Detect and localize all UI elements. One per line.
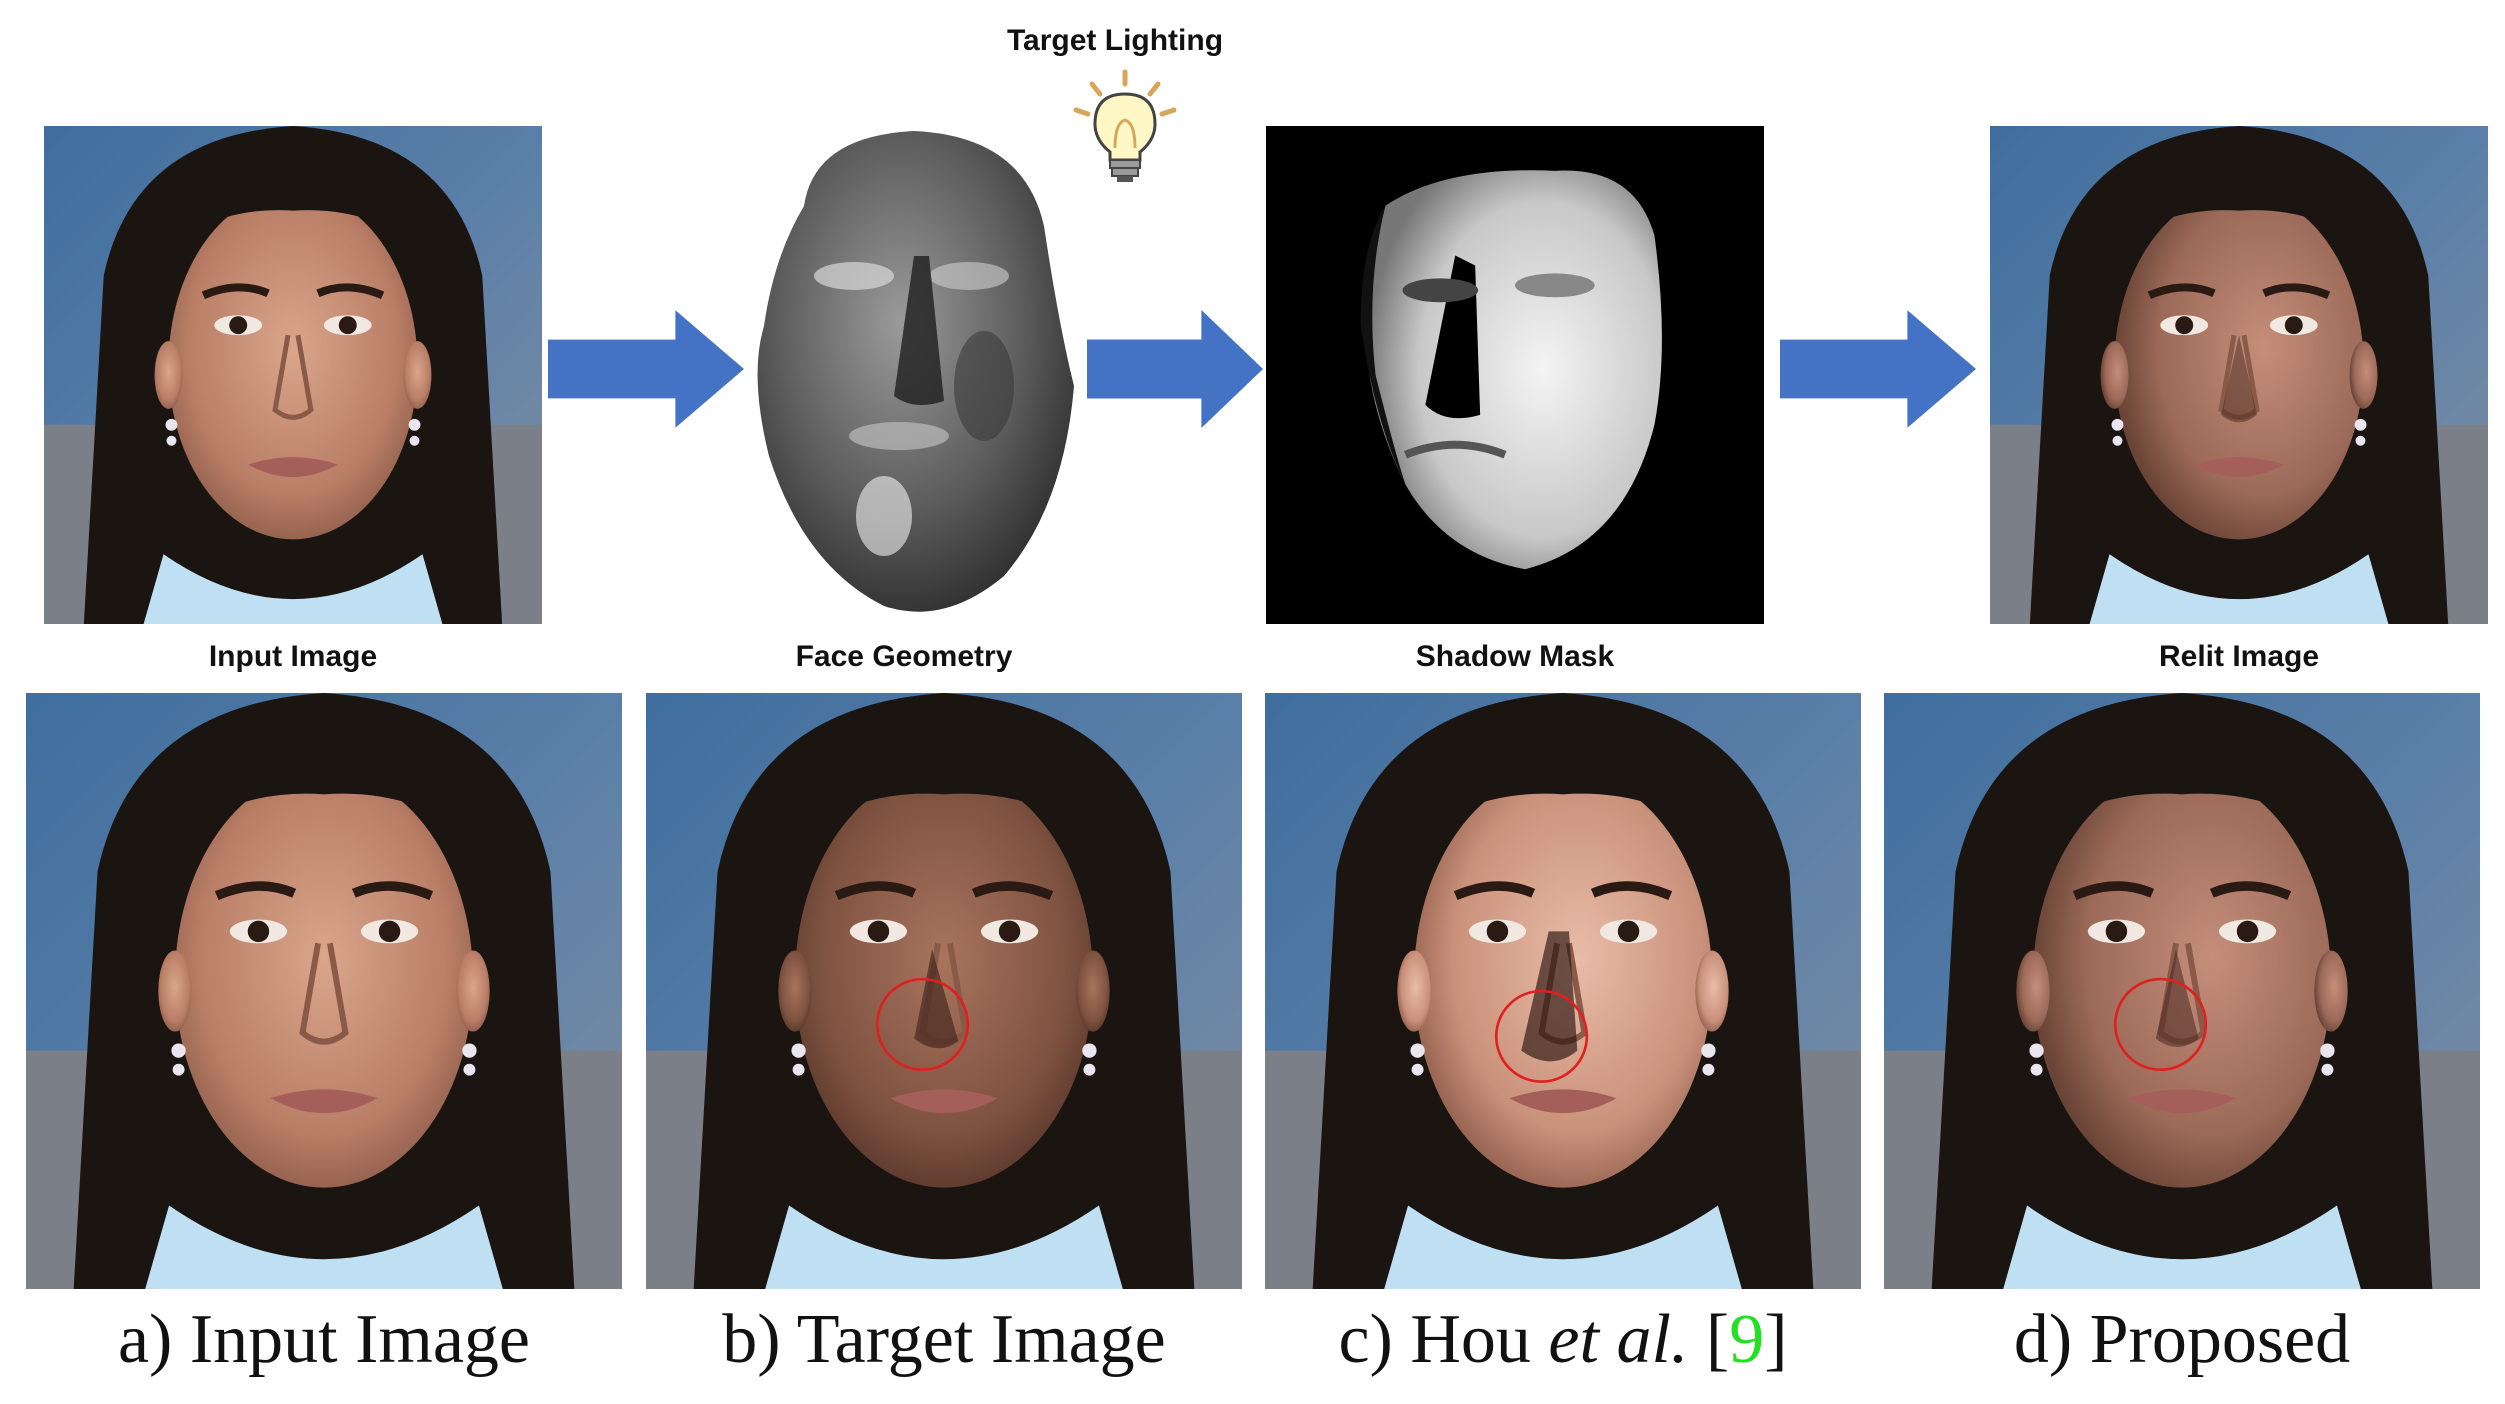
caption-c-prefix: c) Hou [1338, 1301, 1549, 1378]
shadow-mask-label: Shadow Mask [1415, 640, 1615, 673]
highlight-circle [875, 977, 970, 1071]
target-image [646, 693, 1242, 1289]
input-image-bottom [26, 693, 622, 1289]
highlight-circle [2113, 977, 2208, 1071]
lightbulb-icon [1070, 68, 1180, 188]
caption-a: a) Input Image [117, 1301, 531, 1378]
caption-c-italic: et al. [1548, 1301, 1689, 1378]
shadow-mask-image [1266, 126, 1764, 624]
highlight-circle [1494, 989, 1589, 1083]
relit-image-top [1990, 126, 2488, 624]
target-lighting-label: Target Lighting [1006, 24, 1224, 57]
caption-c: c) Hou et al. [9] [1265, 1305, 1861, 1375]
arrow-right-icon [1780, 310, 1976, 428]
arrow-right-icon [1087, 310, 1263, 428]
caption-d: d) Proposed [2013, 1301, 2351, 1378]
relit-image-label: Relit Image [2158, 640, 2320, 673]
hou-et-al-result [1265, 693, 1861, 1289]
caption-b: b) Target Image [722, 1301, 1166, 1378]
proposed-result [1884, 693, 2480, 1289]
face-geometry-label: Face Geometry [795, 640, 1013, 673]
input-image-label: Input Image [208, 640, 378, 673]
face-geometry-mesh [744, 126, 1084, 626]
caption-c-open: [ [1688, 1301, 1730, 1378]
input-image-top [44, 126, 542, 624]
caption-c-close: ] [1764, 1301, 1788, 1378]
arrow-right-icon [548, 310, 744, 428]
reference-link[interactable]: 9 [1729, 1301, 1765, 1378]
